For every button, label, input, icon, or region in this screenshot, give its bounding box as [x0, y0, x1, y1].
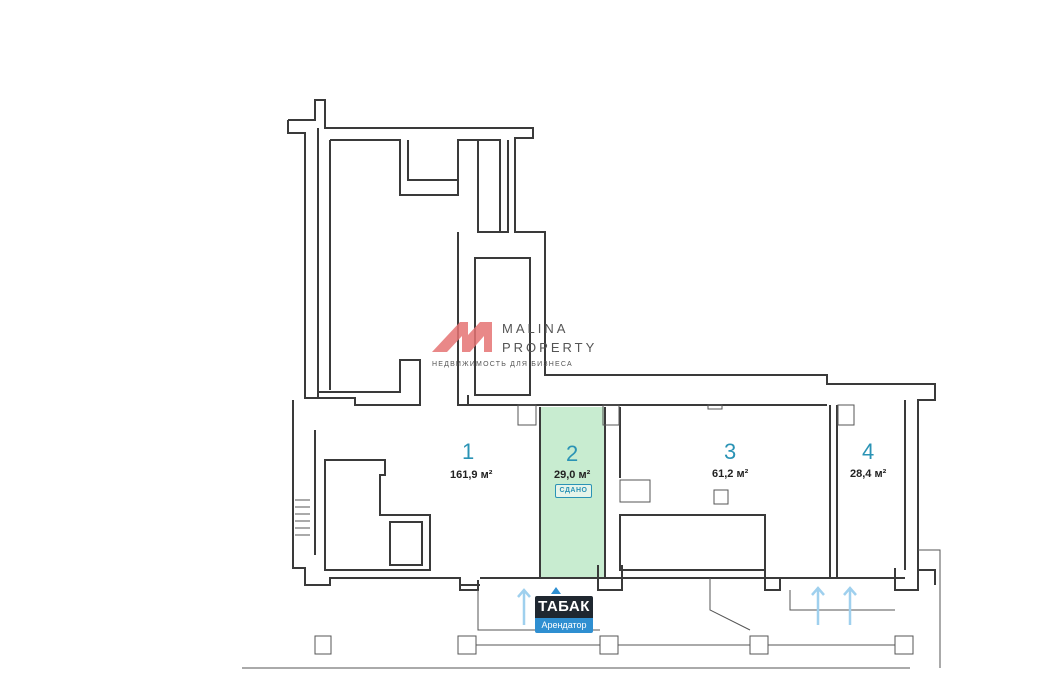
tenant-label: Арендатор [535, 618, 593, 633]
building-walls [287, 99, 936, 591]
logo-mark-icon [432, 322, 492, 352]
tenant-badge: ТАБАК Арендатор [535, 596, 593, 633]
room-labels: 1 161,9 м² 2 29,0 м² 3 61,2 м² 4 28,4 м² [450, 439, 887, 481]
stairs [295, 499, 310, 536]
tenant-pointer-icon [551, 587, 561, 594]
exterior [242, 549, 941, 669]
entrance-arrow-unit-2 [517, 588, 531, 625]
entrance-arrow-unit-4b [843, 586, 857, 625]
tenant-name: ТАБАК [535, 596, 593, 618]
room-2-number: 2 [566, 441, 578, 466]
room-2-area: 29,0 м² [554, 469, 591, 481]
rented-badge: СДАНО [555, 484, 592, 498]
room-3-area: 61,2 м² [712, 468, 749, 480]
entrance-arrows [517, 586, 857, 625]
entrance-arrow-unit-4a [811, 586, 825, 625]
room-3-number: 3 [724, 439, 736, 464]
logo-line2: PROPERTY [502, 340, 597, 355]
fixtures [517, 404, 855, 505]
room-4-area: 28,4 м² [850, 468, 887, 480]
logo-line1: MALINA [502, 321, 568, 336]
room-1-area: 161,9 м² [450, 469, 493, 481]
logo: MALINA PROPERTY НЕДВИЖИМОСТЬ ДЛЯ БИЗНЕСА [432, 321, 597, 368]
room-4-number: 4 [862, 439, 874, 464]
room-1-number: 1 [462, 439, 474, 464]
logo-tagline: НЕДВИЖИМОСТЬ ДЛЯ БИЗНЕСА [432, 361, 573, 368]
